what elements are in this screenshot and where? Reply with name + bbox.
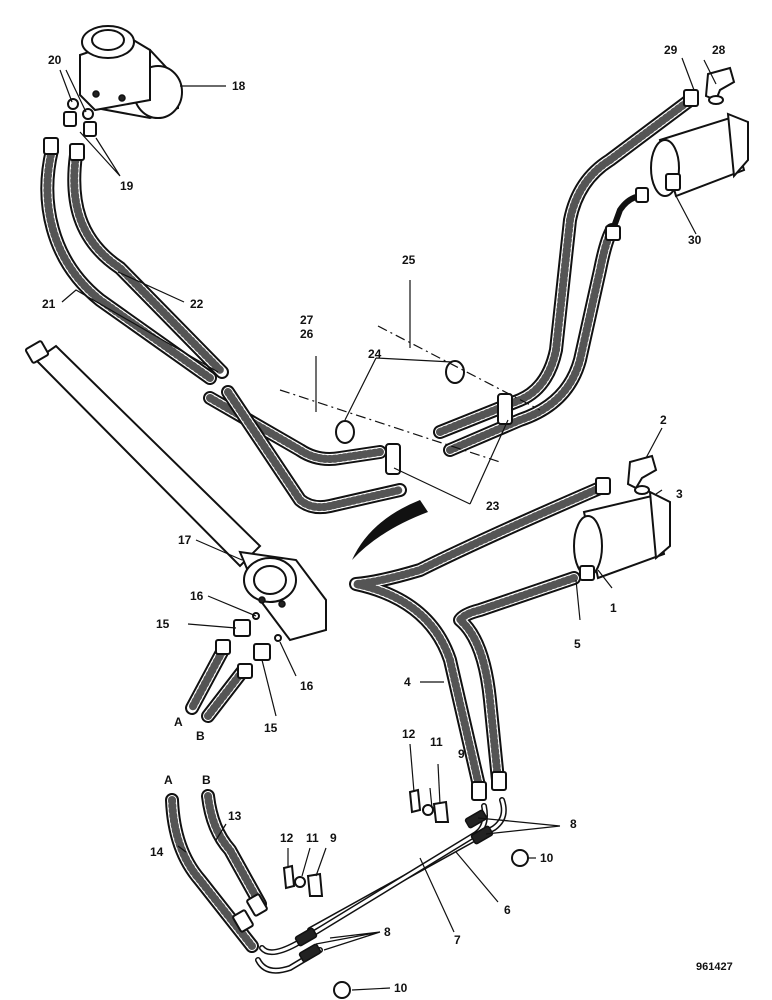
label-10-upper: 10 (540, 851, 554, 865)
label-16-lower: 16 (300, 679, 314, 693)
accumulator-1 (573, 490, 671, 581)
centerline-26-27 (279, 389, 501, 463)
hose-21 (40, 143, 387, 466)
label-22: 22 (190, 297, 204, 311)
label-8-upper: 8 (570, 817, 577, 831)
label-3: 3 (676, 487, 683, 501)
label-5: 5 (574, 637, 581, 651)
hose-stub-A (185, 645, 229, 715)
hose-13 (201, 789, 267, 911)
leader-lines (59, 57, 717, 991)
stub-B-fitting (237, 663, 253, 679)
label-12-lower: 12 (280, 831, 294, 845)
hose-stub-B (201, 665, 249, 723)
hose-14-fitting (232, 909, 254, 933)
label-17: 17 (178, 533, 192, 547)
label-13: 13 (228, 809, 242, 823)
pipe-lower-bend (255, 947, 323, 974)
label-A-lower: A (164, 773, 173, 787)
label-B-upper: B (196, 729, 205, 743)
accumulator-30 (650, 112, 749, 198)
label-12-upper: 12 (402, 727, 416, 741)
elbow-nut (635, 187, 649, 203)
label-18: 18 (232, 79, 246, 93)
hose-4-fitting (595, 477, 611, 495)
clips-upper (408, 788, 529, 867)
label-28: 28 (712, 43, 726, 57)
label-B-lower: B (202, 773, 211, 787)
hose-13-fitting (246, 893, 268, 917)
label-26: 26 (300, 327, 314, 341)
hose-22 (67, 148, 407, 515)
stub-A-fitting (215, 639, 231, 655)
label-A-upper: A (174, 715, 183, 729)
elbow-28 (704, 66, 736, 105)
hose-5-lower-fitting (491, 771, 507, 791)
orientation-arrow (352, 500, 428, 560)
label-27: 27 (300, 313, 314, 327)
hose-4-lower-fitting (471, 781, 487, 801)
label-1: 1 (610, 601, 617, 615)
elbow-fitting (605, 225, 621, 241)
label-10-lower: 10 (394, 981, 408, 995)
part-labels: 18 20 19 21 22 25 27 26 24 23 28 29 30 2… (42, 43, 733, 995)
label-6: 6 (504, 903, 511, 917)
label-24: 24 (368, 347, 382, 361)
label-19: 19 (120, 179, 134, 193)
label-16-upper: 16 (190, 589, 204, 603)
reference-number: 961427 (696, 961, 733, 973)
label-4: 4 (404, 675, 411, 689)
spacers-24 (335, 360, 465, 444)
clamps-23 (385, 393, 513, 475)
hose-22-end-fitting (69, 143, 85, 161)
hose-5 (453, 571, 581, 787)
label-2: 2 (660, 413, 667, 427)
label-11-lower: 11 (306, 831, 319, 845)
label-15-lower: 15 (264, 721, 278, 735)
elbow-2 (626, 454, 658, 495)
pipe-6 (307, 797, 507, 933)
label-7: 7 (454, 933, 461, 947)
label-25: 25 (402, 253, 416, 267)
label-15-upper: 15 (156, 617, 170, 631)
label-11-upper: 11 (430, 735, 443, 749)
label-29: 29 (664, 43, 678, 57)
label-20: 20 (48, 53, 62, 67)
label-21: 21 (42, 297, 56, 311)
label-9-lower: 9 (330, 831, 337, 845)
fittings-19-20 (63, 98, 97, 137)
label-30: 30 (688, 233, 702, 247)
steering-unit-18 (79, 25, 183, 120)
fitting-29 (683, 89, 699, 107)
label-14: 14 (150, 845, 164, 859)
label-8-lower: 8 (384, 925, 391, 939)
hose-4 (349, 481, 607, 797)
cylinder-17 (24, 340, 327, 642)
hose-25-long (433, 93, 697, 439)
hose-21-end-fitting (43, 137, 59, 155)
label-9-upper: 9 (458, 747, 465, 761)
label-23: 23 (486, 499, 500, 513)
